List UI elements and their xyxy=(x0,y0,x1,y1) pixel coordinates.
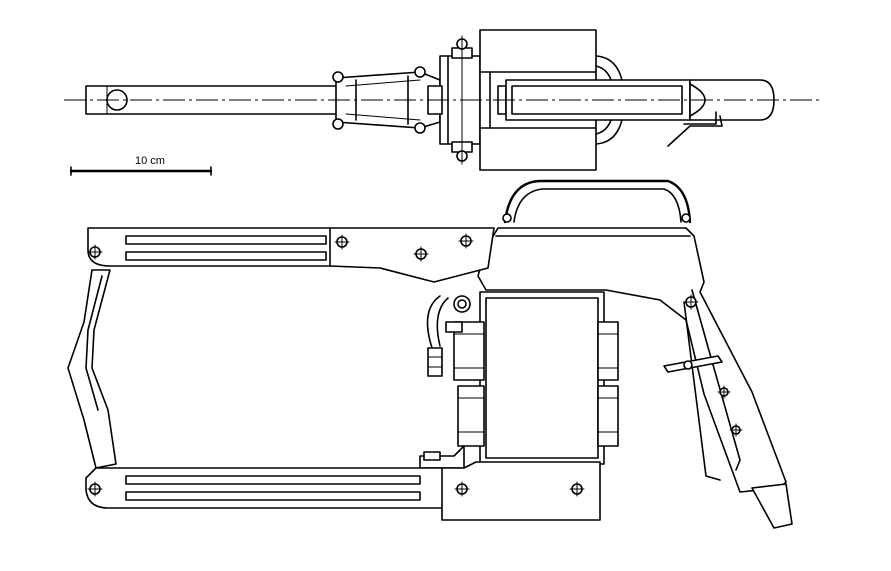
carry-handle xyxy=(505,181,690,222)
lower-arm-bolt-1 xyxy=(88,482,102,496)
lower-arm-slot-1 xyxy=(126,476,420,484)
cable-nut xyxy=(428,348,442,376)
handle-grip-outline xyxy=(692,290,740,470)
upper-arm-slot-2 xyxy=(126,252,326,260)
lower-arm-bolt-3 xyxy=(570,482,584,496)
linkage-pin-top-2 xyxy=(415,67,425,77)
top-view-trigger-wire xyxy=(668,116,722,146)
upper-arm-bolt-3 xyxy=(414,247,428,261)
linkage-pin-bottom-2 xyxy=(415,123,425,133)
scale-bar-label: 10 cm xyxy=(135,155,165,167)
side-view xyxy=(68,181,792,528)
upper-arm-slot-1 xyxy=(126,236,326,244)
upper-arm-bolt-1 xyxy=(88,245,102,259)
trigger xyxy=(664,356,722,372)
winding-left-lower xyxy=(458,386,484,446)
power-cable xyxy=(752,484,792,528)
winding-right-lower xyxy=(598,386,618,446)
linkage-pin-top xyxy=(333,72,343,82)
lower-jaw-arm xyxy=(86,462,600,520)
c-frame-outer xyxy=(68,270,116,468)
lower-clamp-block xyxy=(420,446,464,468)
scale-bar: 10 cm xyxy=(71,155,211,175)
linkage-pin-bottom xyxy=(333,119,343,129)
gun-body xyxy=(478,228,786,492)
lower-arm-bolt-2 xyxy=(455,482,469,496)
trigger-pivot xyxy=(684,361,692,369)
winding-right-upper xyxy=(598,322,618,380)
upper-arm-bolt-4 xyxy=(459,234,473,248)
pivot-bolt xyxy=(454,296,470,312)
top-view xyxy=(64,30,820,170)
lower-arm-slot-2 xyxy=(126,492,420,500)
upper-arm-bolt-2 xyxy=(335,235,349,249)
